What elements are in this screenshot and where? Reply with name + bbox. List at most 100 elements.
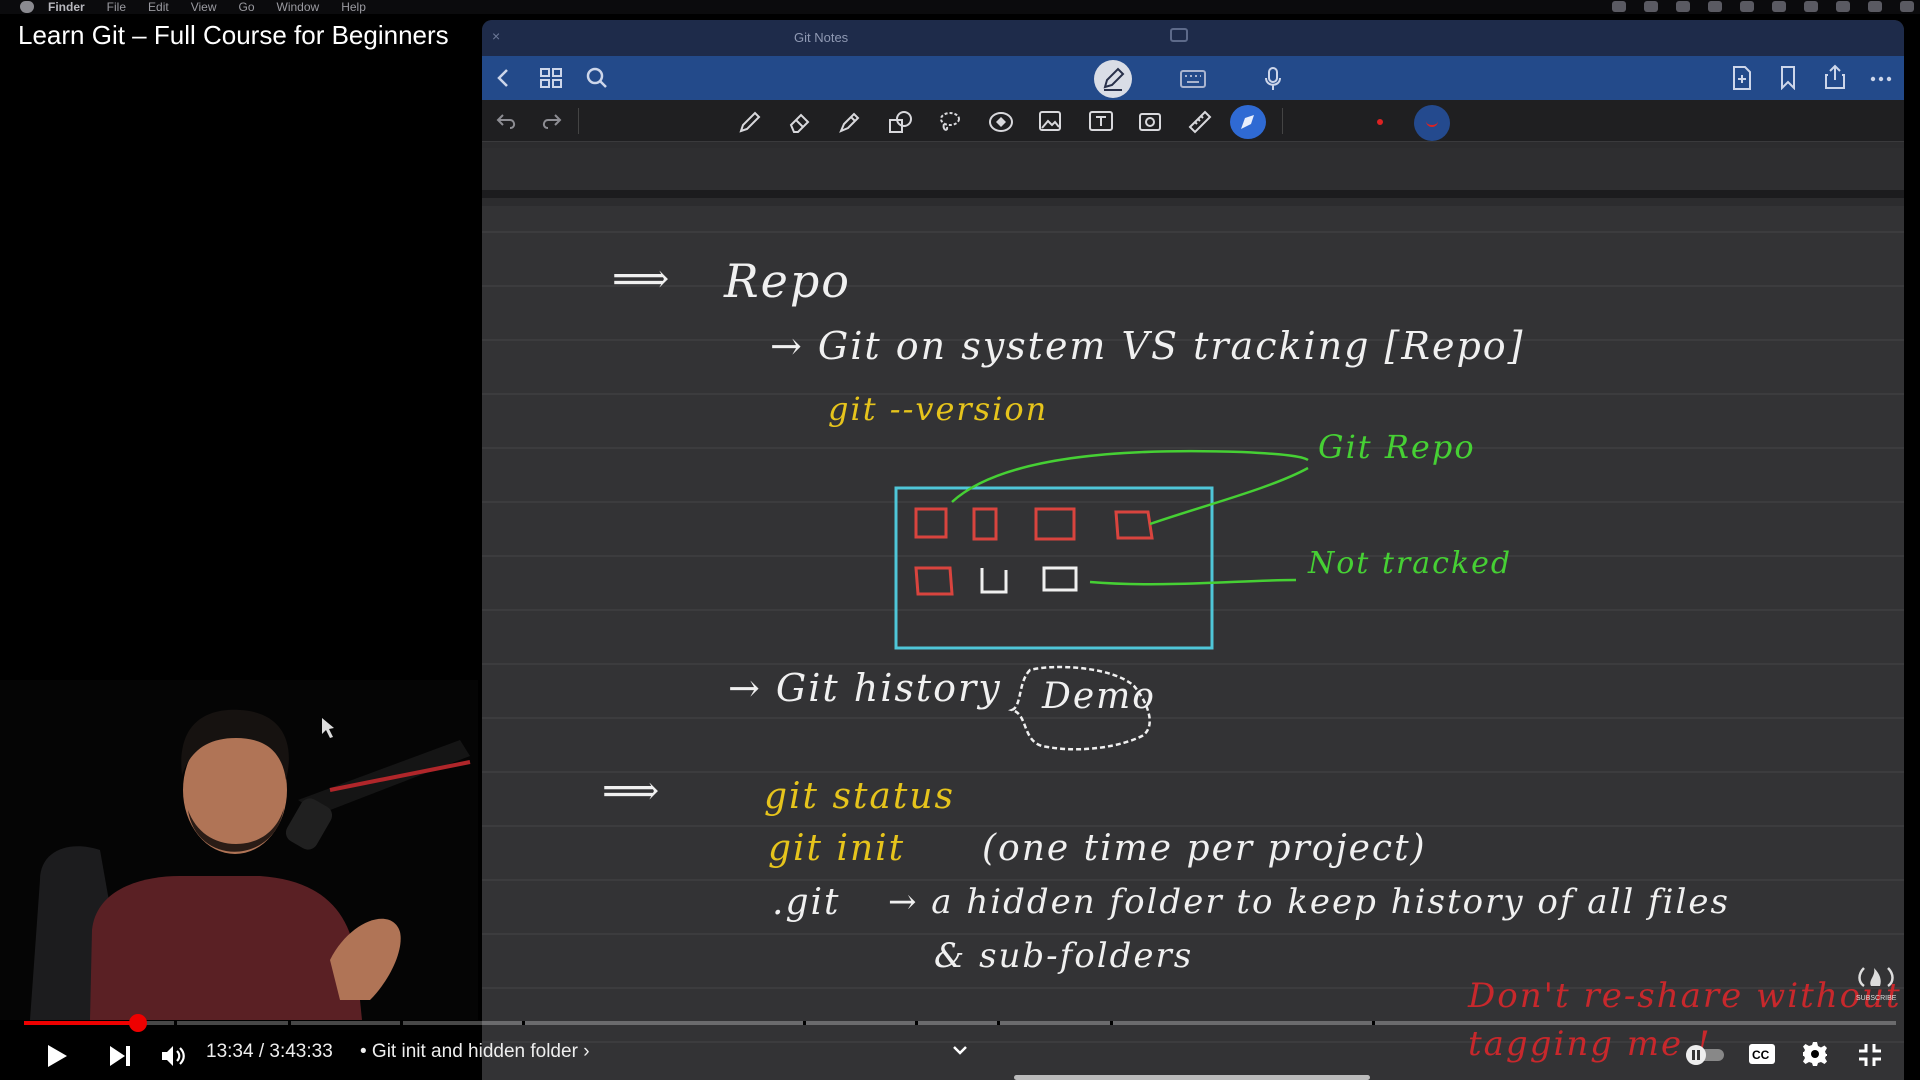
captions-icon[interactable]: CC (1748, 1043, 1776, 1070)
presenter-hair (181, 709, 289, 780)
tracked-file (1034, 507, 1076, 541)
volume-icon[interactable] (160, 1044, 188, 1073)
add-page-icon[interactable] (1732, 66, 1752, 90)
arrow-implies: ⟹ (602, 768, 662, 814)
camera-icon[interactable] (1138, 110, 1162, 132)
menu-view[interactable]: View (190, 0, 217, 14)
bookmark-icon[interactable] (1780, 66, 1796, 90)
untracked-file (980, 568, 1008, 594)
text-icon[interactable] (1088, 110, 1114, 132)
menu-file[interactable]: File (106, 0, 127, 14)
status-icon[interactable] (1740, 1, 1754, 12)
toolbar-divider (578, 108, 579, 134)
red-color-swatch[interactable] (1377, 119, 1383, 125)
autoplay-toggle[interactable] (1684, 1043, 1726, 1072)
tracked-file (914, 507, 948, 539)
menu-go[interactable]: Go (238, 0, 255, 14)
dot-git-label: .git (772, 882, 841, 923)
bluetooth-icon[interactable] (1772, 1, 1786, 12)
chevron-down-icon[interactable] (952, 1043, 968, 1061)
chapter-marker (1371, 1021, 1375, 1025)
chapter-marker (915, 1021, 919, 1025)
chapter-chevron-icon: › (583, 1041, 590, 1062)
arrow-implies: ⟹ (612, 256, 672, 302)
search-icon[interactable] (586, 67, 608, 89)
mouse-cursor-icon (322, 718, 334, 738)
progress-scrubber[interactable] (128, 1014, 147, 1032)
progress-bar[interactable] (24, 1014, 1896, 1032)
back-chevron-icon[interactable] (496, 68, 510, 88)
apple-icon[interactable] (20, 1, 34, 13)
chapter-marker (1109, 1021, 1113, 1025)
git-init-note: (one time per project) (982, 828, 1427, 869)
shapes-icon[interactable] (888, 110, 914, 134)
microphone (285, 798, 333, 850)
more-icon[interactable] (1870, 76, 1892, 82)
menu-finder[interactable]: Finder (48, 0, 85, 14)
status-icon[interactable] (1708, 1, 1722, 12)
macos-menu-bar: Finder File Edit View Go Window Help (0, 0, 1920, 14)
share-icon[interactable] (1824, 64, 1846, 90)
redo-icon[interactable] (540, 112, 562, 130)
control-center-icon[interactable] (1868, 1, 1882, 12)
close-tab-icon[interactable]: × (492, 28, 501, 44)
chapter-title-button[interactable]: • Git init and hidden folder › (360, 1041, 590, 1063)
status-icon[interactable] (1644, 1, 1658, 12)
heading-repo: Repo (724, 254, 851, 308)
video-title[interactable]: Learn Git – Full Course for Beginners (18, 20, 449, 50)
menu-window[interactable]: Window (276, 0, 320, 14)
laser-pointer-icon[interactable] (1230, 105, 1266, 139)
wifi-icon[interactable] (1836, 1, 1850, 12)
chapter-marker (521, 1021, 525, 1025)
tracked-file (914, 566, 954, 596)
settings-gear-icon[interactable] (1802, 1041, 1828, 1072)
presenter-beard (188, 808, 284, 852)
next-video-icon[interactable] (108, 1045, 132, 1072)
dot-git-description: → a hidden folder to keep history of all… (888, 882, 1730, 922)
mic-arm (298, 740, 470, 814)
presenter-shirt (90, 876, 362, 1020)
sticker-icon[interactable] (988, 110, 1014, 134)
drawing-toolbar (482, 100, 1904, 142)
line-git-history: → Git history (728, 666, 1002, 710)
image-icon[interactable] (1038, 110, 1062, 132)
microphone-icon[interactable] (1264, 67, 1282, 91)
eraser-icon[interactable] (788, 110, 812, 134)
ruler-icon[interactable] (1188, 110, 1212, 134)
menu-help[interactable]: Help (341, 0, 366, 14)
document-title[interactable]: Git Notes (794, 30, 849, 45)
horizontal-scrollbar[interactable] (1014, 1075, 1370, 1080)
time-display: 13:34 / 3:43:33 (206, 1041, 333, 1062)
status-icon[interactable] (1676, 1, 1690, 12)
tracked-file (972, 507, 998, 541)
repo-box (894, 486, 1214, 650)
presenter-hand (330, 918, 401, 1000)
label-git-repo: Git Repo (1318, 428, 1476, 466)
grid-icon[interactable] (540, 68, 562, 88)
label-not-tracked: Not tracked (1308, 546, 1513, 581)
menu-edit[interactable]: Edit (148, 0, 169, 14)
undo-icon[interactable] (496, 112, 518, 130)
status-icon[interactable] (1612, 1, 1626, 12)
channel-logo-icon (1858, 967, 1894, 988)
presenter-webcam (0, 680, 478, 1020)
notes-app-window: × Git Notes (482, 20, 1904, 1080)
dot-git-description-2: & sub-folders (934, 936, 1194, 976)
highlighter-icon[interactable] (838, 110, 862, 134)
play-icon[interactable] (46, 1044, 68, 1073)
note-page[interactable]: ⟹ Repo → Git on system VS tracking [Repo… (482, 206, 1904, 1080)
exit-fullscreen-icon[interactable] (1858, 1043, 1882, 1072)
siri-icon[interactable] (1900, 1, 1914, 12)
multitasking-icon[interactable] (1170, 28, 1188, 42)
selected-color-swatch[interactable] (1414, 105, 1450, 141)
lasso-icon[interactable] (938, 110, 962, 134)
chapter-marker (173, 1021, 177, 1025)
pen-mode-icon[interactable] (1094, 60, 1132, 98)
cmd-git-init: git init (768, 828, 906, 869)
pen-icon[interactable] (738, 110, 762, 134)
keyboard-icon[interactable] (1180, 70, 1206, 88)
display-icon[interactable] (1804, 1, 1818, 12)
status-icons (1612, 1, 1914, 12)
watermark-line-1: Don't re-share without (1468, 976, 1902, 1016)
subscribe-watermark[interactable]: SUBSCRIBE (1856, 964, 1896, 1002)
